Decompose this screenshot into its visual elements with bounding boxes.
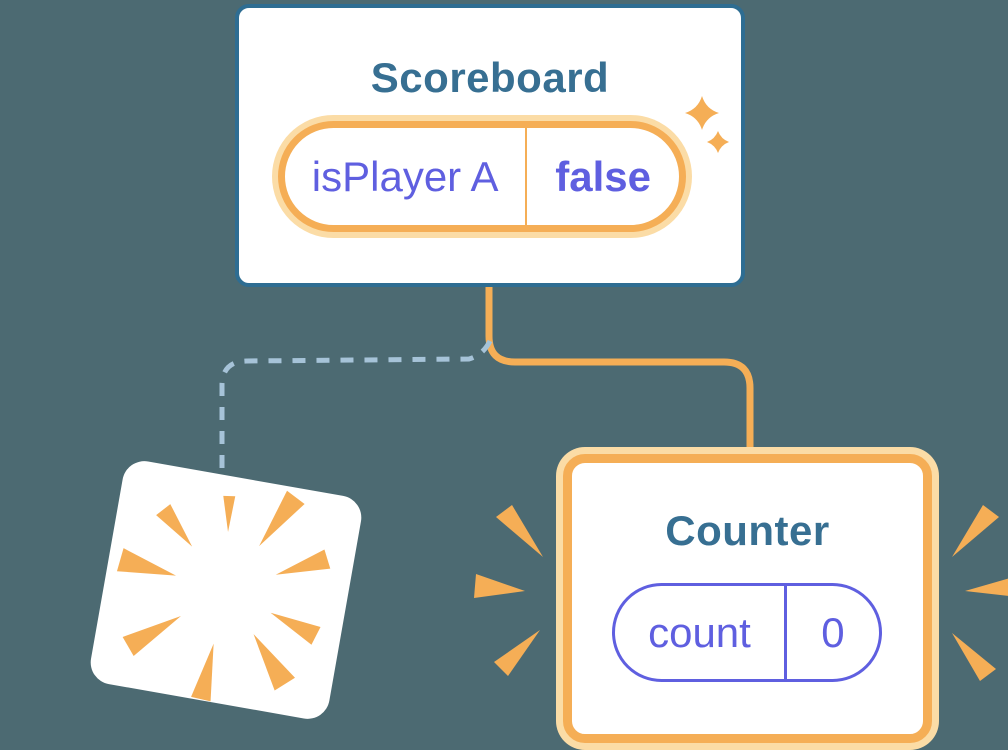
scoreboard-component-card: Scoreboard isPlayer A false (235, 4, 745, 287)
connector-scoreboard-to-counter (485, 285, 754, 452)
counter-title: Counter (665, 507, 830, 554)
state-value-label: 0 (821, 608, 845, 656)
state-name-label: count (648, 608, 751, 656)
state-value-label: false (555, 152, 652, 200)
counter-component-card: Counter count 0 (563, 454, 932, 743)
pill-divider (783, 586, 787, 679)
emphasis-burst-left-icon (474, 505, 543, 676)
destroyed-component-card (87, 457, 365, 723)
pill-divider (525, 128, 528, 225)
sparkles-icon (685, 96, 729, 153)
emphasis-burst-right-icon (952, 505, 1008, 681)
counter-state-pill: count 0 (612, 583, 882, 682)
poof-burst-icon (116, 490, 331, 702)
scoreboard-title: Scoreboard (370, 54, 610, 101)
connector-scoreboard-to-destroyed-dashed (219, 339, 493, 468)
state-name-label: isPlayer A (311, 152, 499, 200)
scoreboard-state-pill: isPlayer A false (278, 121, 686, 232)
